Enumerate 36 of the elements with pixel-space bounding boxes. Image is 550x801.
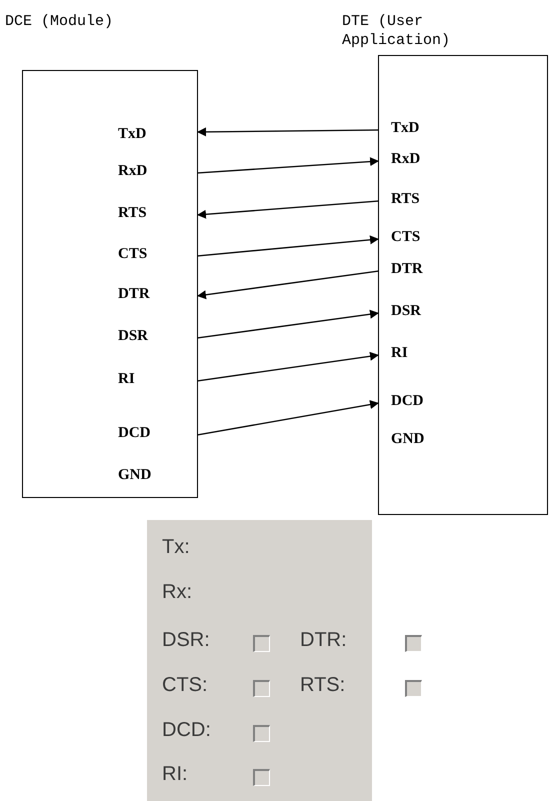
signal-label: RI: [379, 339, 441, 367]
signal-label: RTS: [379, 185, 441, 213]
signal-label: DSR: [379, 297, 441, 325]
arrow: [196, 352, 380, 382]
field-label: RI:: [162, 763, 188, 786]
signal-label: RTS: [118, 199, 197, 227]
arrow: [197, 127, 379, 136]
signal-label: CTS: [118, 240, 197, 268]
signal-label: TxD: [379, 114, 441, 142]
box-heading: DTE (User Application): [342, 12, 452, 50]
arrow: [196, 235, 380, 257]
field-label: Tx:: [162, 536, 190, 559]
field-label: RTS:: [300, 674, 346, 697]
signal-label: DTR: [379, 255, 441, 283]
arrow: [196, 157, 380, 174]
arrow: [196, 270, 380, 300]
signal-label: RxD: [118, 157, 197, 185]
field-label: DSR:: [162, 629, 210, 652]
field-label: DTR:: [300, 629, 347, 652]
arrow: [196, 200, 380, 219]
signal-label: DTR: [118, 280, 197, 308]
signal-label: GND: [379, 425, 441, 453]
field-label: DCD:: [162, 719, 211, 742]
signal-label: RxD: [379, 145, 441, 173]
field-label: Rx:: [162, 581, 192, 604]
box-heading: DCE (Module): [5, 12, 114, 31]
signal-label: DSR: [118, 322, 197, 350]
signal-label: DCD: [379, 387, 441, 415]
signal-label: CTS: [379, 223, 441, 251]
signal-label: DCD: [118, 419, 197, 447]
arrow: [196, 310, 380, 339]
arrow: [196, 400, 380, 436]
signal-label: GND: [118, 461, 197, 489]
signal-label: RI: [118, 365, 197, 393]
field-label: CTS:: [162, 674, 208, 697]
signal-label: TxD: [118, 120, 197, 148]
